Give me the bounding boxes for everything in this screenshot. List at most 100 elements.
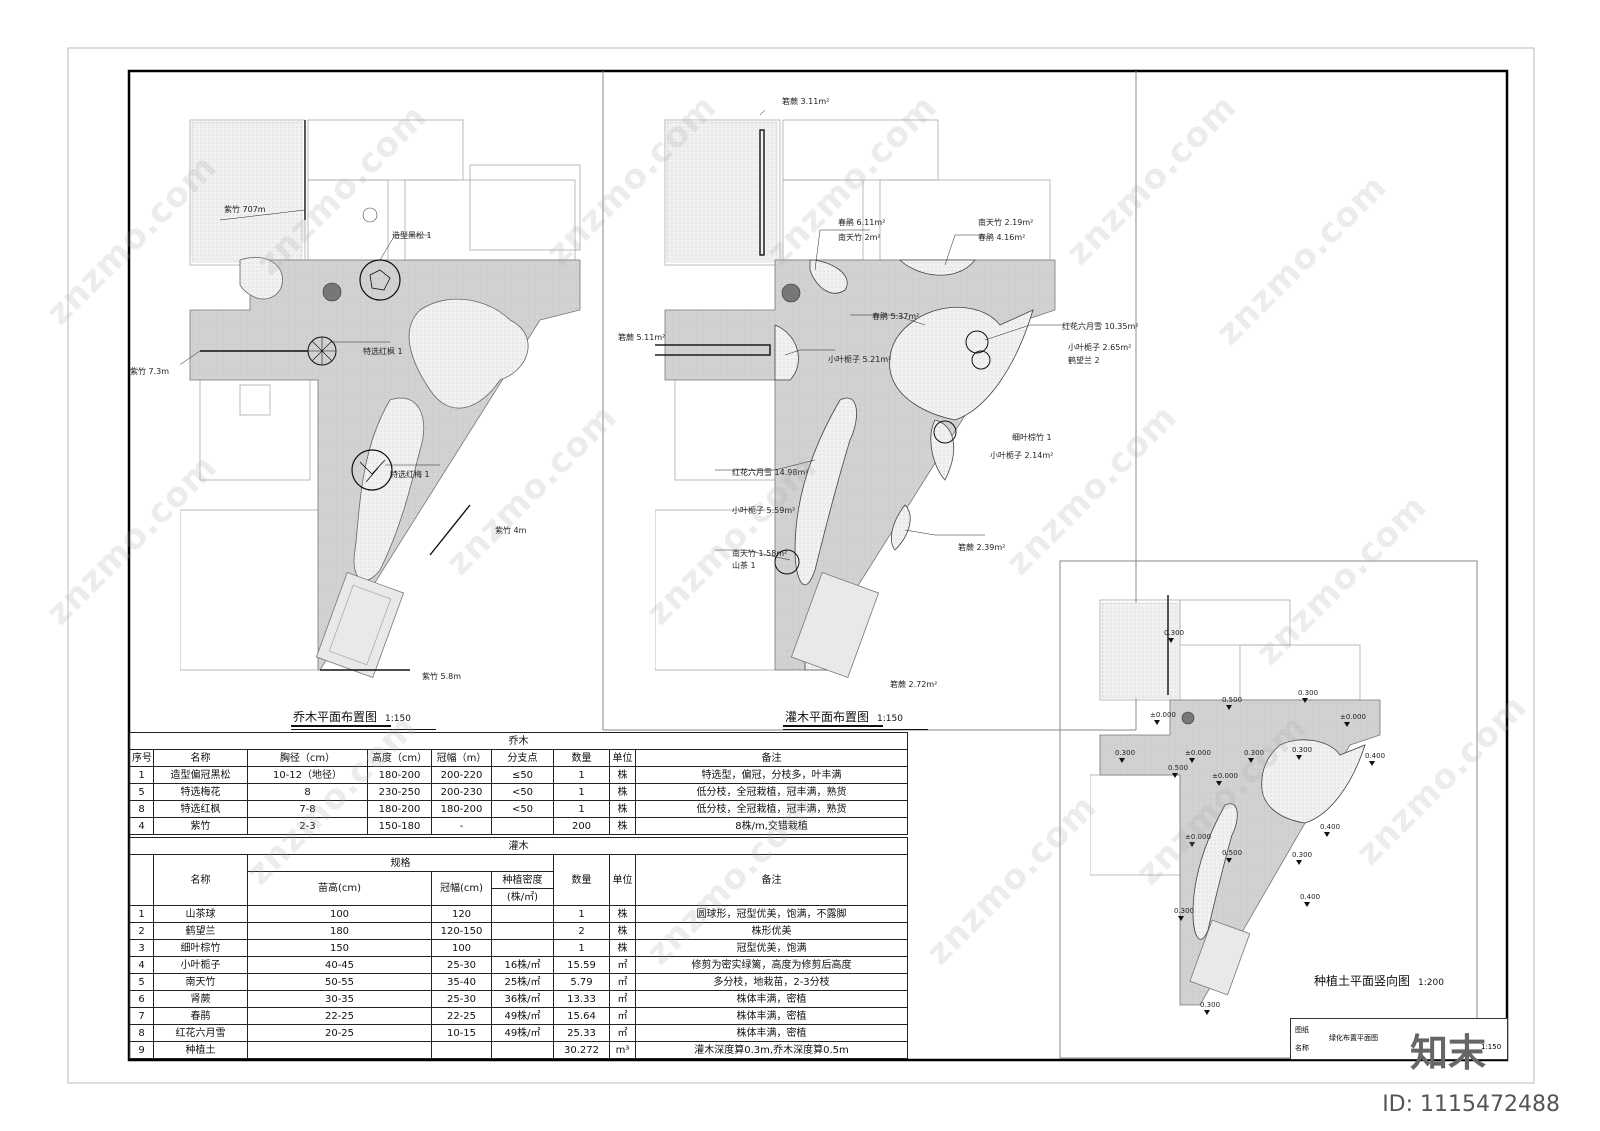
elevation-marker: 0.300 — [1115, 749, 1136, 757]
shrub-cell: 50-55 — [247, 973, 432, 991]
shrub-cell: 红花六月雪 — [153, 1024, 248, 1042]
tree-cell: 株 — [609, 783, 636, 801]
tree-head-cell: 冠幅（m） — [431, 749, 492, 767]
tree-cell: 特选型，偏冠，分枝多，叶丰满 — [634, 766, 909, 784]
tree-cell — [491, 817, 554, 835]
shrub-cell: 细叶棕竹 — [153, 939, 248, 957]
elevation-triangle-icon — [1304, 902, 1310, 907]
tree-cell: 特选红枫 — [153, 800, 248, 818]
shrub-cell: 36株/㎡ — [491, 990, 554, 1008]
shrub-cell: 40-45 — [247, 956, 432, 974]
shrub-cell: 9 — [129, 1041, 154, 1059]
shrub-label-5: 春鹃 4.16m² — [978, 233, 1026, 242]
shrub-cell: ㎡ — [609, 1007, 636, 1025]
shrub-index-head — [129, 854, 154, 906]
shrub-label-1: 箬蕨 3.11m² — [782, 97, 830, 106]
shrub-label-7: 红花六月雪 10.35m² — [1062, 322, 1139, 331]
shrub-label-11: 鹤望兰 2 — [1068, 356, 1100, 365]
brand-logo: 知末 — [1410, 1031, 1487, 1075]
shrub-cell: 25-30 — [431, 990, 492, 1008]
tree-table-section: 乔木 — [128, 732, 909, 750]
shrub-label-14: 红花六月雪 14.98m² — [732, 468, 809, 477]
elevation-triangle-icon — [1226, 705, 1232, 710]
shrub-label-8: 箬蕨 5.11m² — [618, 333, 666, 342]
shrub-cell — [491, 939, 554, 957]
shrub-cell: 7 — [129, 1007, 154, 1025]
shrub-label-2: 春鹃 6.11m² — [838, 218, 886, 227]
tree-title-underline — [291, 725, 391, 727]
shrub-cell: 15.64 — [553, 1007, 610, 1025]
elevation-triangle-icon — [1226, 858, 1232, 863]
shrub-cell: 100 — [431, 939, 492, 957]
shrub-title-underline — [783, 725, 883, 727]
tree-head-cell: 数量 — [553, 749, 610, 767]
elevation-triangle-icon — [1168, 638, 1174, 643]
shrub-schedule-table: 灌木 名称 规格 数量 单位 备注 苗高(cm) 冠幅(cm) 种植密度 (株/… — [129, 837, 908, 1059]
shrub-cell: 30.272 — [553, 1041, 610, 1059]
shrub-cell: 120-150 — [431, 922, 492, 940]
shrub-head-density-unit: (株/㎡) — [491, 888, 554, 906]
plum-symbol — [351, 449, 393, 491]
elevation-triangle-icon — [1296, 860, 1302, 865]
shrub-cell: 4 — [129, 956, 154, 974]
shrub-head-name: 名称 — [153, 854, 248, 906]
elevation-marker: 0.500 — [1168, 764, 1189, 772]
shrub-cell: 南天竹 — [153, 973, 248, 991]
shrub-label-10: 小叶栀子 2.65m² — [1068, 343, 1132, 352]
shrub-cell: 16株/㎡ — [491, 956, 554, 974]
elevation-marker: 0.400 — [1320, 823, 1341, 831]
tree-head-cell: 名称 — [153, 749, 248, 767]
shrub-cell: 25.33 — [553, 1024, 610, 1042]
elevation-marker: ±0.000 — [1212, 772, 1238, 780]
shrub-cell: ㎡ — [609, 973, 636, 991]
shrub-cell: 1 — [129, 905, 154, 923]
tree-label-plum: 特选红梅 1 — [390, 470, 430, 479]
tree-cell: 紫竹 — [153, 817, 248, 835]
shrub-cell: 49株/㎡ — [491, 1024, 554, 1042]
shrub-cell: ㎡ — [609, 990, 636, 1008]
elevation-marker: 0.300 — [1244, 749, 1265, 757]
shrub-cell: 150 — [247, 939, 432, 957]
shrub-cell: 5 — [129, 973, 154, 991]
elevation-triangle-icon — [1344, 722, 1350, 727]
shrub-label-4: 南天竹 2.19m² — [978, 218, 1034, 227]
shrub-cell: 多分枝，地栽苗，2-3分枝 — [635, 973, 908, 991]
tree-cell: 1 — [129, 766, 154, 784]
shrub-head-unit: 单位 — [609, 854, 636, 906]
tree-cell: 150-180 — [367, 817, 432, 835]
shrub-label-3: 南天竹 2m² — [838, 233, 881, 242]
elevation-marker: 0.300 — [1292, 851, 1313, 859]
tree-cell: ≤50 — [491, 766, 554, 784]
tree-cell: 造型偏冠黑松 — [153, 766, 248, 784]
shrub-label-15: 小叶栀子 5.59m² — [732, 506, 796, 515]
elevation-marker: 0.400 — [1300, 893, 1321, 901]
elevation-marker: 0.500 — [1222, 849, 1243, 857]
shrub-cell: 35-40 — [431, 973, 492, 991]
shrub-cell: 株体丰满，密植 — [635, 1007, 908, 1025]
elevation-marker: ±0.000 — [1340, 713, 1366, 721]
elevation-triangle-icon — [1302, 698, 1308, 703]
elevation-triangle-icon — [1216, 781, 1222, 786]
tree-label-maple: 特选红枫 1 — [363, 347, 403, 356]
tree-title-underline-thin — [291, 729, 436, 730]
shrub-label-13: 小叶栀子 2.14m² — [990, 451, 1054, 460]
shrub-head-density: 种植密度 — [491, 871, 554, 889]
tree-cell: 8 — [129, 800, 154, 818]
shrub-cell: 10-15 — [431, 1024, 492, 1042]
shrub-head-crown: 冠幅(cm) — [431, 871, 492, 906]
maple-symbol — [307, 336, 337, 366]
shrub-cell: 株 — [609, 905, 636, 923]
tree-cell: 1 — [553, 800, 610, 818]
shrub-cell: 春鹃 — [153, 1007, 248, 1025]
shrub-cell: 株体丰满，密植 — [635, 1024, 908, 1042]
shrub-cell: m³ — [609, 1041, 636, 1059]
tree-label-pine: 造型黑松 1 — [392, 231, 432, 240]
title-block-drawing-name: 绿化布置平面图 — [1329, 1034, 1378, 1042]
tree-cell: 180-200 — [431, 800, 492, 818]
elevation-marker: 0.300 — [1298, 689, 1319, 697]
tree-label-bamboo-top: 紫竹 707m — [224, 205, 266, 214]
